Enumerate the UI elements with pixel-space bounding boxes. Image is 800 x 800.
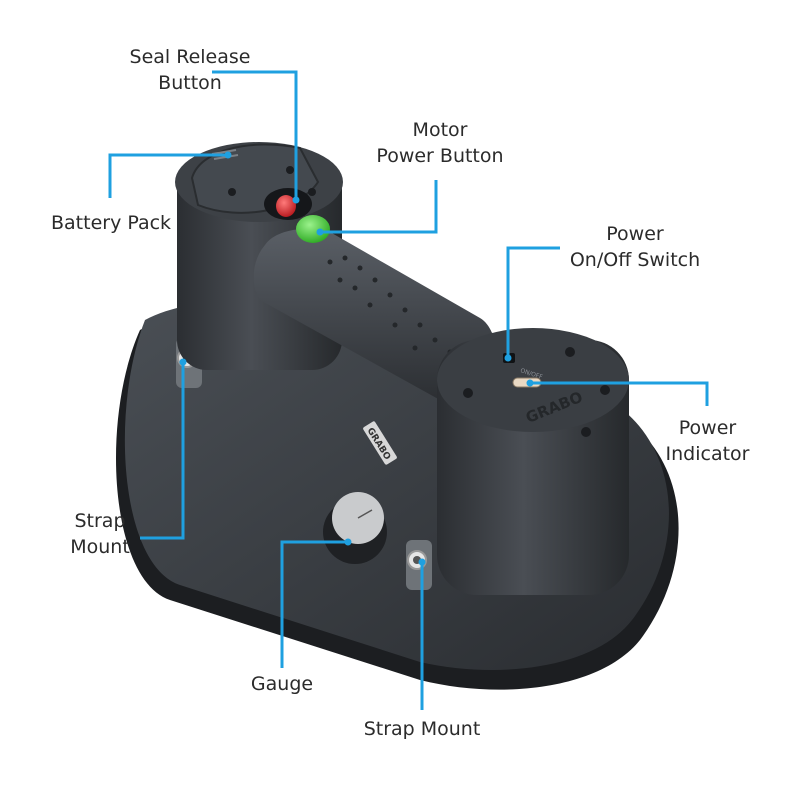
callout-gauge-line1: Gauge	[250, 673, 314, 695]
leader-gauge	[280, 540, 348, 668]
leader-motor-power	[320, 180, 438, 234]
callout-seal-release-line2: Button	[158, 72, 222, 94]
callout-leaders	[108, 70, 709, 710]
motor-power-button-shape	[296, 215, 330, 243]
callout-battery-pack: Battery Pack	[51, 210, 171, 236]
leader-power-indicator	[530, 381, 709, 406]
gauge-shape	[323, 492, 387, 564]
handle-grip-dots	[327, 255, 453, 355]
strap-mount-bottom-shape	[406, 540, 432, 590]
callout-strap-mount-bottom: Strap Mount	[352, 716, 492, 742]
callout-motor-power-line2: Power Button	[376, 145, 504, 167]
callout-battery-pack-line1: Battery Pack	[51, 212, 172, 234]
callout-strap-mount-left: Strap Mount	[58, 508, 142, 560]
callout-strap-mount-left-line1: Strap	[74, 510, 126, 532]
callout-power-indicator: Power Indicator	[650, 415, 765, 467]
callout-motor-power: Motor Power Button	[360, 117, 520, 169]
leader-battery-pack	[108, 153, 228, 198]
callout-strap-mount-left-line2: Mount	[70, 536, 130, 558]
callout-power-switch-line2: On/Off Switch	[569, 249, 701, 271]
callout-seal-release-line1: Seal Release	[129, 46, 251, 68]
callout-power-switch-line1: Power	[606, 223, 664, 245]
callout-motor-power-line1: Motor	[412, 119, 468, 141]
handle	[253, 228, 496, 400]
callout-strap-mount-bottom-line1: Strap Mount	[363, 718, 481, 740]
callout-power-indicator-line2: Indicator	[665, 443, 750, 465]
callout-power-switch: Power On/Off Switch	[555, 221, 715, 273]
leader-power-switch	[506, 246, 560, 358]
leader-seal-release	[212, 70, 298, 200]
callout-seal-release: Seal Release Button	[100, 44, 280, 96]
seal-release-button-shape	[276, 195, 296, 217]
callout-power-indicator-line1: Power	[678, 417, 737, 439]
leader-strap-mount-left	[140, 362, 185, 540]
callout-gauge: Gauge	[236, 671, 328, 697]
callout-dots	[179, 151, 534, 566]
